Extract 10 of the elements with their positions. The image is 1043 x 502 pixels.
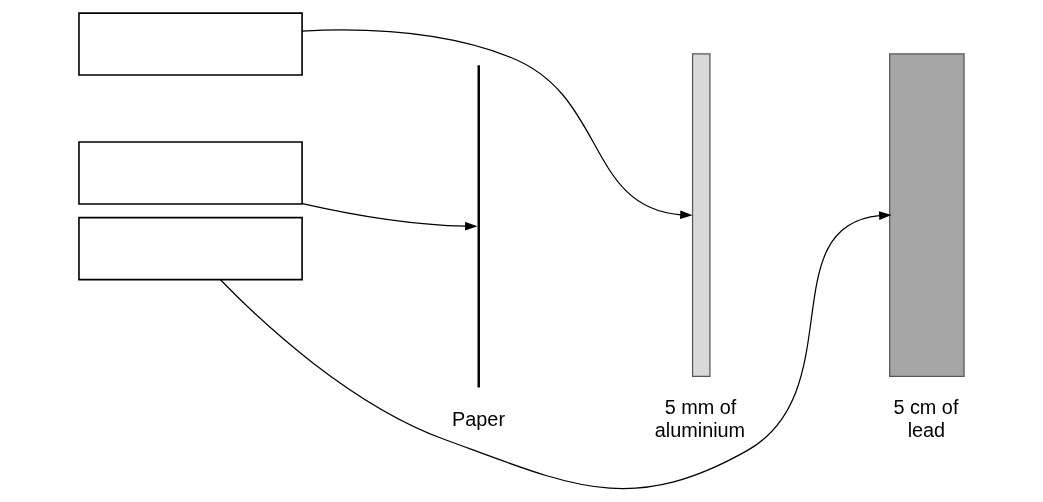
node-box — [78, 216, 303, 281]
arrow — [301, 29, 693, 220]
node-label: 5 cm of lead — [893, 396, 959, 441]
arrow — [301, 203, 478, 231]
node-label: 5 mm of aluminium — [654, 396, 746, 441]
node-box — [477, 65, 480, 388]
node-box — [78, 141, 303, 205]
node-label: Paper — [452, 407, 505, 430]
node-box — [78, 12, 303, 76]
arrow — [219, 211, 892, 490]
